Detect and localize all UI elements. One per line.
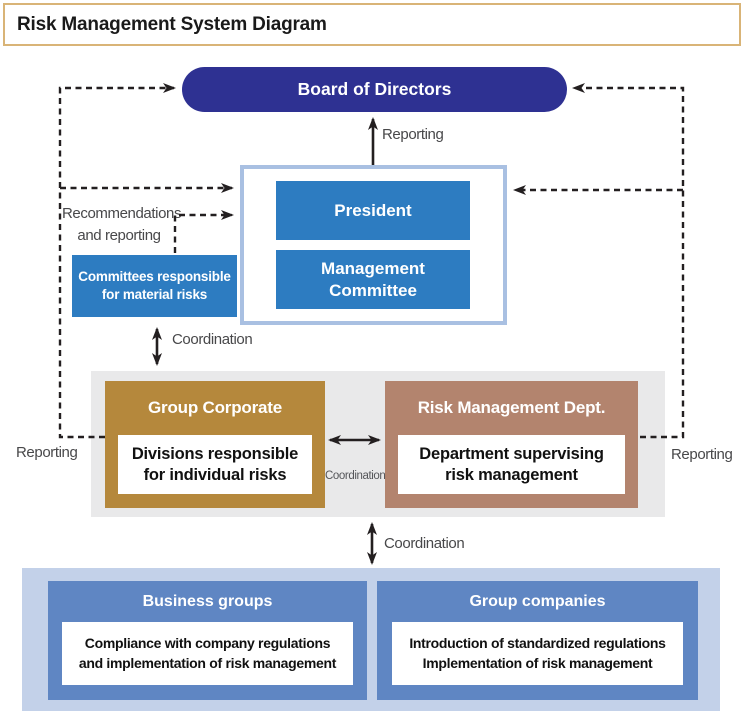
business-groups-detail-box: Compliance with company regulations and … xyxy=(62,622,353,685)
risk-management-dept-title: Risk Management Dept. xyxy=(417,398,606,417)
management-committee-label: Management Committee xyxy=(321,259,425,300)
committees-node: Committees responsible for material risk… xyxy=(72,255,237,317)
group-corporate-title: Group Corporate xyxy=(148,398,282,417)
committees-label: Committees responsible for material risk… xyxy=(78,268,231,302)
risk-management-dept-detail-box: Department supervising risk management xyxy=(398,435,625,494)
coordination-committees-label: Coordination xyxy=(172,331,253,348)
group-companies-detail: Introduction of standardized regulations… xyxy=(409,634,666,671)
risk-management-dept-node: Risk Management Dept. Department supervi… xyxy=(385,381,638,508)
group-corporate-detail: Divisions responsible for individual ris… xyxy=(131,444,299,484)
page-title: Risk Management System Diagram xyxy=(17,13,327,35)
group-companies-title: Group companies xyxy=(469,592,606,610)
reporting-top-label: Reporting xyxy=(382,126,444,143)
bottom-panel: Business groups Compliance with company … xyxy=(22,568,720,711)
president-node: President xyxy=(276,181,470,240)
president-label: President xyxy=(334,200,412,220)
dashed-recommendations-line xyxy=(173,210,234,253)
coordination-bottom-label: Coordination xyxy=(384,535,465,552)
coordination-center-label: Coordination xyxy=(325,470,386,482)
management-committee-node: Management Committee xyxy=(276,250,470,309)
business-groups-node: Business groups Compliance with company … xyxy=(48,581,367,700)
reporting-right-label: Reporting xyxy=(671,446,733,463)
board-of-directors-label: Board of Directors xyxy=(297,79,452,99)
diagram-title-bar: Risk Management System Diagram xyxy=(3,3,741,46)
group-corporate-node: Group Corporate Divisions responsible fo… xyxy=(105,381,325,508)
reporting-left-label: Reporting xyxy=(16,444,78,461)
group-companies-node: Group companies Introduction of standard… xyxy=(377,581,698,700)
risk-management-dept-detail: Department supervising risk management xyxy=(419,444,604,484)
executive-container: President Management Committee xyxy=(240,165,507,325)
recommendations-label: Recommendations and reporting xyxy=(62,205,182,244)
business-groups-detail: Compliance with company regulations and … xyxy=(78,634,337,671)
group-corporate-detail-box: Divisions responsible for individual ris… xyxy=(118,435,312,494)
board-of-directors-node: Board of Directors xyxy=(182,67,567,112)
middle-panel: Group Corporate Divisions responsible fo… xyxy=(91,371,665,517)
group-companies-detail-box: Introduction of standardized regulations… xyxy=(392,622,683,685)
business-groups-title: Business groups xyxy=(142,592,273,610)
